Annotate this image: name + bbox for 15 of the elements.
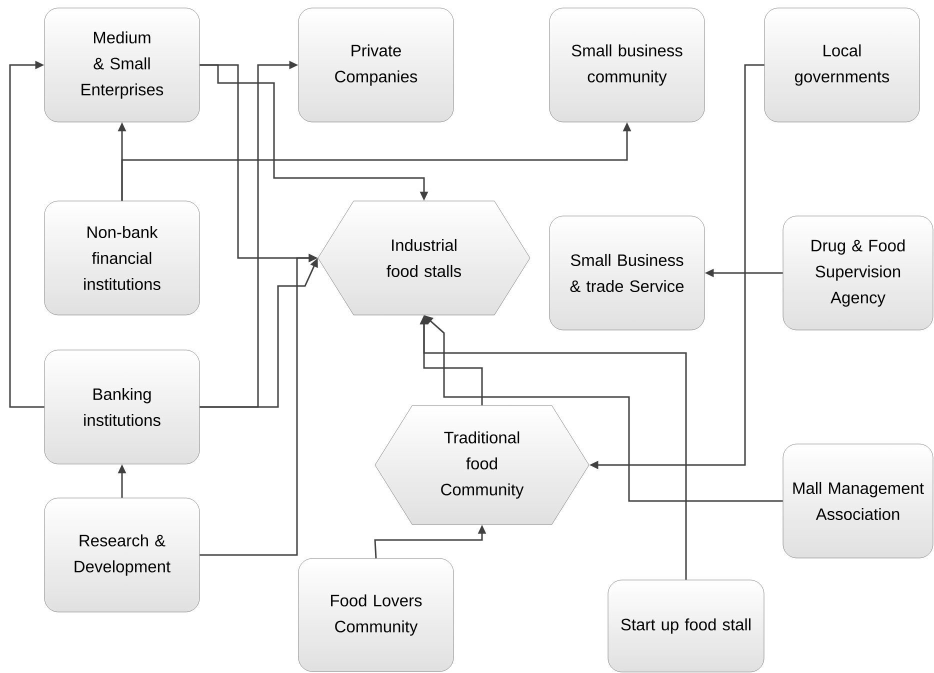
process-box: Non-bank financial institutions (44, 200, 200, 316)
arrow (9, 60, 44, 408)
process-box: Medium & Small Enterprises (44, 8, 200, 122)
process-box: Mall Management Association (782, 444, 934, 558)
hexagon-node: Industrial food stalls (318, 200, 530, 316)
hexagon-node: Traditional food Community (374, 405, 590, 525)
process-box: Small Business & trade Service (549, 216, 705, 330)
process-box: Private Companies (298, 8, 454, 122)
process-box: Local governments (764, 8, 920, 122)
process-box: Food Lovers Community (298, 558, 454, 672)
process-box: Start up food stall (608, 580, 764, 672)
process-box: Small business community (549, 8, 705, 122)
process-box: Drug & Food Supervision Agency (782, 216, 934, 330)
process-box: Banking institutions (44, 350, 200, 464)
process-box: Research & Development (44, 498, 200, 612)
